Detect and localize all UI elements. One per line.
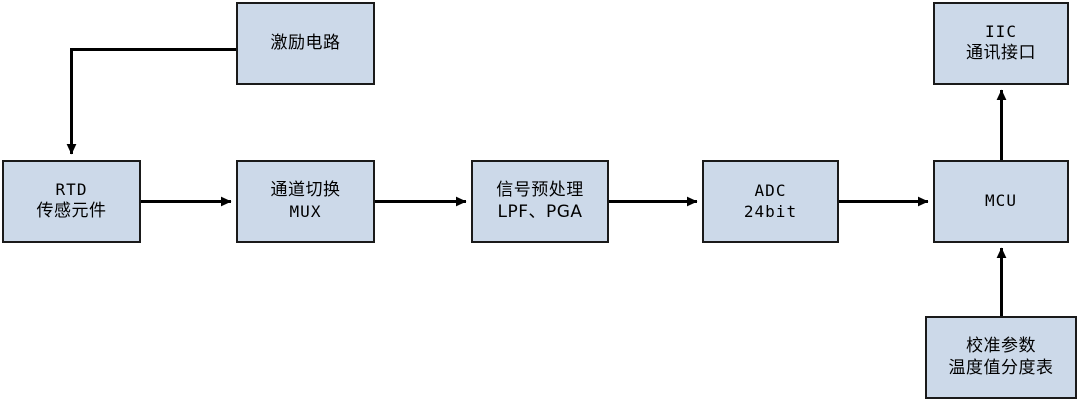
node-afe-line-2: LPF、PGA	[497, 201, 583, 222]
node-cal-line-2: 温度值分度表	[948, 357, 1054, 378]
node-excitation-line-1: 激励电路	[270, 32, 341, 53]
node-mux-line-2: MUX	[289, 202, 322, 222]
node-excitation-circuit[interactable]: 激励电路	[236, 2, 375, 85]
node-calibration-parameters[interactable]: 校准参数 温度值分度表	[925, 316, 1077, 399]
node-rtd-line-1: RTD	[55, 180, 88, 200]
node-rtd-line-2: 传感元件	[36, 200, 107, 221]
node-afe-line-1: 信号预处理	[496, 179, 584, 200]
node-signal-preprocessing[interactable]: 信号预处理 LPF、PGA	[471, 160, 609, 243]
node-adc-line-2: 24bit	[743, 201, 798, 221]
node-cal-line-1: 校准参数	[966, 335, 1036, 356]
node-iic-line-1: IIC	[985, 22, 1017, 42]
node-rtd-sensor[interactable]: RTD 传感元件	[2, 160, 141, 243]
node-adc-line-1: ADC	[754, 181, 787, 201]
node-mcu-line-1: MCU	[985, 191, 1017, 211]
node-channel-mux[interactable]: 通道切换 MUX	[236, 160, 375, 243]
node-mux-line-1: 通道切换	[270, 180, 341, 201]
node-adc[interactable]: ADC 24bit	[702, 160, 839, 243]
node-iic-line-2: 通讯接口	[966, 42, 1036, 63]
node-mcu[interactable]: MCU	[933, 160, 1069, 243]
node-iic-interface[interactable]: IIC 通讯接口	[933, 2, 1069, 85]
edge-excitation-to-rtd	[66, 48, 236, 155]
